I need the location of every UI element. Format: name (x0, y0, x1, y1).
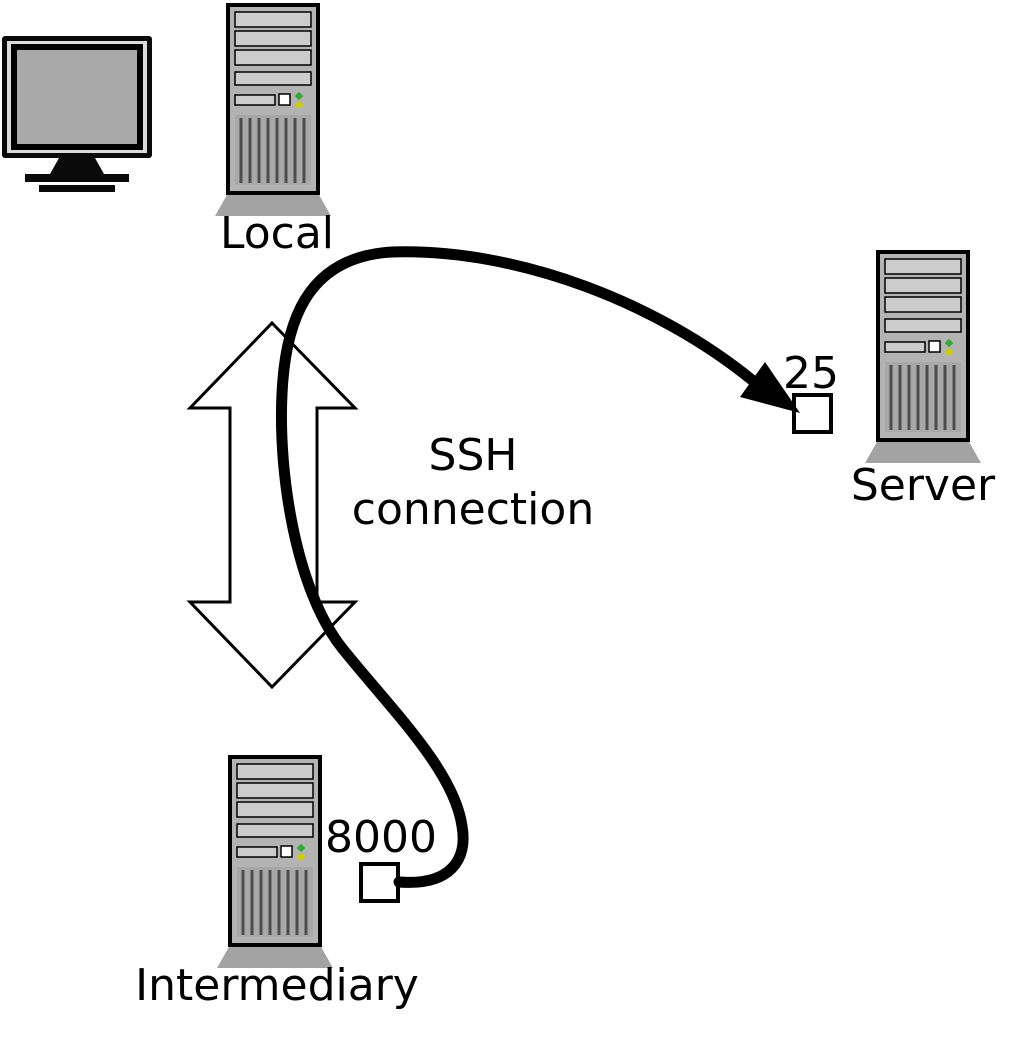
ssh-connection-label-line1: SSH (429, 430, 518, 481)
server-computer-icon (863, 250, 983, 465)
port-25-label: 25 (783, 348, 839, 399)
intermediary-computer-icon (215, 755, 335, 970)
server-label: Server (851, 460, 996, 511)
tunnel-path (276, 246, 758, 888)
local-label: Local (220, 208, 334, 259)
tunnel-arrowhead-icon (740, 362, 800, 413)
computer-tower-shape (215, 755, 335, 970)
monitor-icon (2, 36, 152, 192)
port-8000-square (359, 862, 400, 903)
computer-tower-shape (863, 250, 983, 465)
local-computer-icon (213, 3, 333, 218)
computer-tower-shape (213, 3, 333, 218)
intermediary-label: Intermediary (135, 960, 419, 1011)
port-25-square (792, 393, 833, 434)
port-8000-label: 8000 (325, 812, 437, 863)
ssh-connection-label-line2: connection (352, 484, 594, 535)
